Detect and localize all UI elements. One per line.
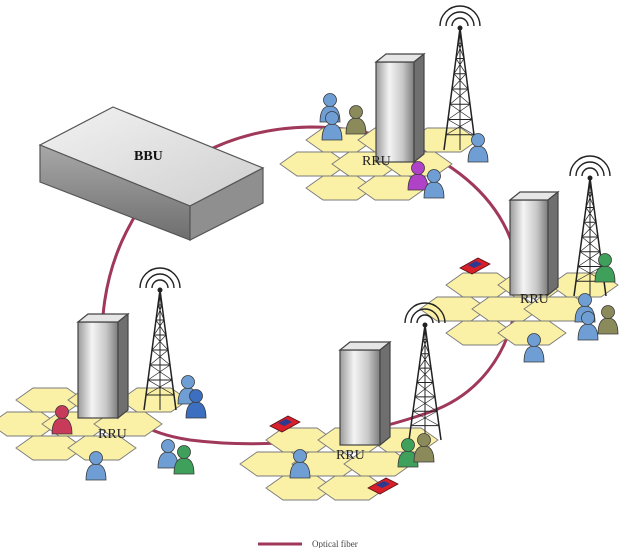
bbu-unit: BBU <box>38 106 265 241</box>
user-icon <box>157 439 179 469</box>
rru-cabinet <box>508 190 560 297</box>
user-icon <box>597 305 619 335</box>
user-icon <box>577 311 599 341</box>
user-icon <box>321 111 343 141</box>
rru-site-bottom: RRU <box>239 302 446 501</box>
user-icon <box>413 433 435 463</box>
user-icon <box>289 449 311 479</box>
rru-site-top: RRU <box>279 5 489 201</box>
rru-cabinet <box>76 312 130 420</box>
rru-site-left: RRU <box>0 267 207 481</box>
rru-cabinet <box>374 52 426 164</box>
user-icon <box>523 333 545 363</box>
rru-label: RRU <box>520 292 549 307</box>
user-icon <box>467 133 489 163</box>
legend-label: Optical fiber <box>312 539 358 548</box>
radio-waves-icon <box>569 155 611 181</box>
antenna-tower <box>439 5 481 151</box>
legend: Optical fiber <box>258 539 358 548</box>
bbu-label: BBU <box>134 149 163 164</box>
user-icon <box>185 389 207 419</box>
radio-waves-icon <box>404 302 446 328</box>
coverage-cell <box>497 320 567 346</box>
rru-cabinet <box>338 340 392 447</box>
coverage-cell <box>67 435 137 461</box>
rru-label: RRU <box>98 427 127 442</box>
user-icon <box>345 105 367 135</box>
rru-label: RRU <box>336 448 365 463</box>
user-icon <box>51 405 73 435</box>
car-icon <box>367 477 399 495</box>
antenna-tower <box>139 267 181 411</box>
user-icon <box>173 445 195 475</box>
user-icon <box>85 451 107 481</box>
user-icon <box>423 169 445 199</box>
car-icon <box>459 257 491 275</box>
radio-waves-icon <box>139 267 181 293</box>
rru-site-right: RRU <box>419 155 619 363</box>
user-icon <box>594 253 616 283</box>
radio-waves-icon <box>439 5 481 31</box>
antenna-tower <box>404 302 446 441</box>
rru-label: RRU <box>362 154 391 169</box>
car-icon <box>269 415 301 433</box>
